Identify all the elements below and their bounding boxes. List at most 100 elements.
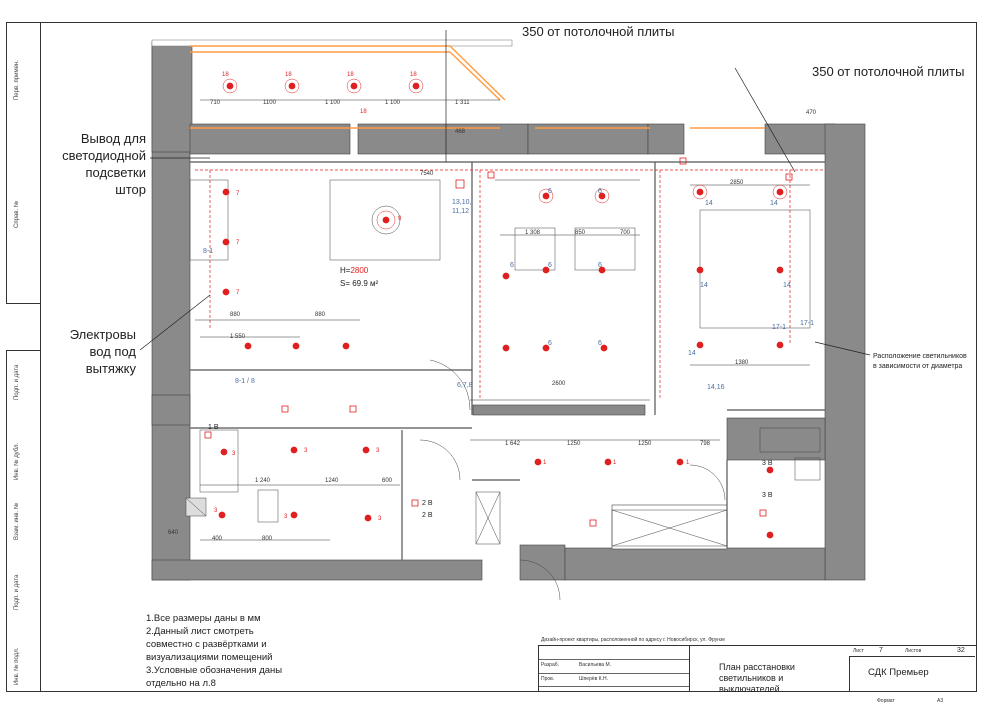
group-label: 8-1 / 8	[235, 378, 255, 385]
svg-text:2850: 2850	[730, 180, 744, 186]
group-label: 6	[598, 340, 602, 347]
svg-text:798: 798	[700, 441, 711, 447]
margin-strip-bottom	[6, 350, 41, 692]
svg-text:1380: 1380	[735, 360, 749, 366]
group-label: 14	[705, 200, 713, 207]
row-label: Пров.	[541, 676, 555, 682]
svg-text:1: 1	[613, 460, 617, 466]
dimension-lines	[195, 99, 810, 541]
walls	[151, 39, 866, 581]
svg-text:1 308: 1 308	[525, 230, 541, 236]
svg-text:3: 3	[304, 448, 308, 454]
company-name: СДК Премьер	[868, 667, 929, 678]
svg-text:18: 18	[347, 72, 354, 78]
svg-text:18: 18	[222, 72, 229, 78]
svg-text:18: 18	[285, 72, 292, 78]
switch-label: 1 В	[208, 424, 219, 431]
svg-text:2600: 2600	[552, 381, 566, 387]
svg-text:700: 700	[620, 230, 631, 236]
svg-text:1250: 1250	[638, 441, 652, 447]
group-label: 13,10,11,12	[452, 199, 472, 215]
balcony-rail	[190, 45, 765, 129]
svg-text:7: 7	[236, 191, 240, 197]
group-label: 6	[598, 188, 602, 195]
svg-text:7: 7	[236, 290, 240, 296]
svg-text:3: 3	[284, 514, 288, 520]
furniture	[185, 179, 821, 547]
row-name: Васильева М.	[579, 662, 612, 668]
svg-text:400: 400	[212, 536, 223, 542]
svg-text:3: 3	[214, 508, 218, 514]
svg-text:7540: 7540	[420, 171, 434, 177]
group-label: 14,16	[707, 384, 725, 391]
ceiling-note: 350 от потолочной плиты	[522, 24, 675, 39]
svg-text:1250: 1250	[567, 441, 581, 447]
interior-walls	[190, 161, 825, 560]
svg-text:880: 880	[230, 312, 241, 318]
svg-text:9: 9	[398, 216, 402, 222]
svg-text:1 100: 1 100	[325, 100, 341, 106]
switch-label: 3 В	[762, 460, 773, 467]
doors	[419, 359, 726, 601]
format-value: А3	[937, 698, 944, 704]
switch-label: 3 В	[762, 492, 773, 499]
svg-text:3: 3	[378, 516, 382, 522]
group-label: 6,7,8	[457, 382, 473, 389]
svg-text:3: 3	[376, 448, 380, 454]
row-name: Шперёв К.Н.	[579, 676, 608, 682]
svg-text:18: 18	[410, 72, 417, 78]
svg-text:1 240: 1 240	[255, 478, 271, 484]
row-label: Разраб.	[541, 662, 560, 668]
group-label: 14	[700, 282, 708, 289]
group-label: 17-1	[772, 324, 787, 331]
svg-text:1240: 1240	[325, 478, 339, 484]
switch-label: 2 В	[422, 512, 433, 519]
svg-text:1: 1	[543, 460, 547, 466]
svg-text:600: 600	[382, 478, 393, 484]
switches	[204, 157, 793, 527]
group-label: 6	[548, 188, 552, 195]
signature-block: Разраб. Васильева М. Пров. Шперёв К.Н.	[539, 646, 690, 691]
svg-text:18: 18	[360, 109, 367, 115]
svg-text:470: 470	[806, 110, 817, 116]
general-notes: 1.Все размеры даны в мм 2.Данный лист см…	[146, 613, 283, 689]
group-label: 6	[510, 262, 514, 269]
svg-text:468: 468	[455, 129, 466, 135]
group-label: 6	[548, 340, 552, 347]
group-label: 14	[770, 200, 778, 207]
svg-text:1 100: 1 100	[385, 100, 401, 106]
sheet-numbers: Лист 7 Листов 32	[853, 647, 965, 654]
lamp-position-callout: Расположение светильников в зависимости …	[873, 353, 967, 370]
group-label: 8-1	[203, 248, 214, 255]
project-name: Дизайн-проект квартиры, расположенной по…	[541, 637, 726, 643]
callout-leaders	[139, 30, 871, 356]
sheet-title: План расстановки светильников и выключат…	[719, 662, 795, 694]
cable-routes	[195, 169, 825, 400]
svg-text:880: 880	[315, 312, 326, 318]
ceiling-note: 350 от потолочной плиты	[812, 64, 965, 79]
svg-text:1 642: 1 642	[505, 441, 521, 447]
svg-text:640: 640	[168, 530, 179, 536]
light-fixtures	[218, 78, 788, 539]
dimension-numbers: 710 1100 1 100 1 100 1 311 468 7540 880 …	[168, 100, 817, 542]
svg-text:800: 800	[262, 536, 273, 542]
led-strip-callout: Вывод для светодиодной подсветки штор	[62, 131, 146, 197]
group-label: 17-1	[800, 320, 815, 327]
room-height: H=2800	[340, 266, 369, 275]
svg-text:850: 850	[575, 230, 586, 236]
title-block: Дизайн-проект квартиры, расположенной по…	[538, 637, 977, 694]
switch-label: 2 В	[422, 500, 433, 507]
group-label: 6	[548, 262, 552, 269]
svg-text:1: 1	[686, 460, 690, 466]
svg-text:3: 3	[232, 451, 236, 457]
svg-text:710: 710	[210, 100, 221, 106]
drawing-frame	[40, 22, 977, 692]
group-label: 14	[783, 282, 791, 289]
group-label: 14	[688, 350, 696, 357]
svg-text:1100: 1100	[263, 100, 277, 106]
group-label: 6	[598, 262, 602, 269]
format-label: Формат	[877, 698, 895, 704]
room-area: S= 69.9 м²	[340, 279, 379, 288]
